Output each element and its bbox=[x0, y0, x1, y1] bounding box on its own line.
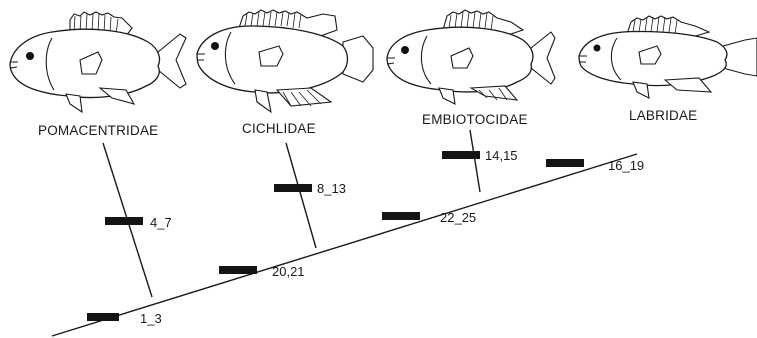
taxon-label-cichlidae: CICHLIDAE bbox=[242, 121, 316, 136]
character-label: 20,21 bbox=[272, 264, 305, 279]
character-label: 1_3 bbox=[140, 311, 162, 326]
character-label: 22_25 bbox=[440, 210, 476, 225]
character-bar bbox=[546, 159, 584, 167]
character-bar bbox=[105, 217, 143, 225]
fish-cichlidae-icon bbox=[197, 10, 373, 112]
character-bar bbox=[382, 212, 420, 220]
character-label: 8_13 bbox=[317, 181, 346, 196]
character-bar bbox=[219, 266, 257, 274]
character-bar bbox=[274, 184, 312, 192]
branch-embiotocidae bbox=[470, 130, 480, 192]
character-label: 4_7 bbox=[150, 215, 172, 230]
fish-embiotocidae-icon bbox=[387, 10, 555, 104]
taxon-label-embiotocidae: EMBIOTOCIDAE bbox=[422, 112, 528, 127]
taxon-label-pomacentridae: POMACENTRIDAE bbox=[38, 123, 158, 138]
fish-labridae-icon bbox=[579, 16, 757, 98]
branch-cichlidae bbox=[286, 143, 316, 248]
character-bar bbox=[87, 313, 119, 321]
character-label: 16_19 bbox=[608, 158, 644, 173]
character-bar bbox=[442, 151, 480, 159]
taxon-label-labridae: LABRIDAE bbox=[629, 108, 697, 123]
character-label: 14,15 bbox=[485, 148, 518, 163]
fish-pomacentridae-icon bbox=[10, 12, 186, 112]
